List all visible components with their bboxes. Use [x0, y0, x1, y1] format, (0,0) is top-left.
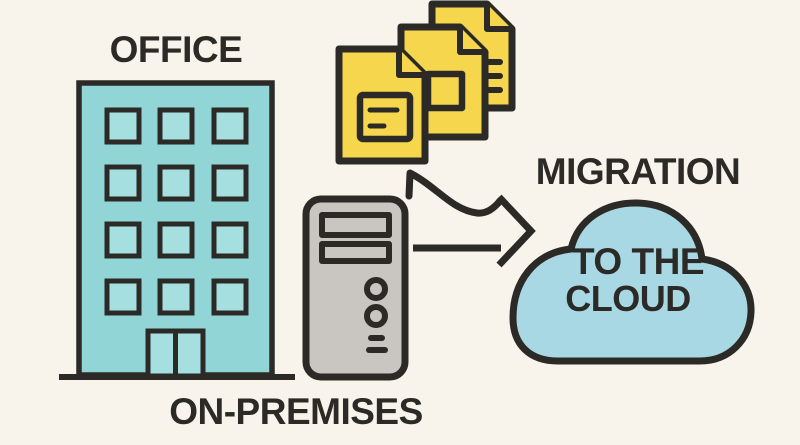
building-window [157, 221, 195, 259]
documents-icon [335, 0, 516, 165]
building-window [104, 221, 142, 259]
building-window [104, 107, 142, 145]
building-window [211, 221, 249, 259]
server-drive-slot [319, 212, 392, 238]
building-window [104, 164, 142, 202]
building-window [211, 164, 249, 202]
building-window [211, 107, 249, 145]
office-building-icon [59, 80, 295, 380]
server-drive-slot [319, 241, 392, 264]
cloud-label: CLOUD [565, 278, 691, 319]
document-note-box [356, 91, 414, 143]
document-back-fold [484, 1, 515, 32]
server-button [364, 277, 388, 301]
office-label: OFFICE [109, 29, 243, 70]
building-window [104, 278, 142, 316]
arrow-head [496, 194, 536, 268]
building-window [157, 107, 195, 145]
document-front-fold [396, 46, 428, 78]
server-icon [302, 195, 409, 381]
document-middle-fold [457, 24, 488, 55]
migration-label: MIGRATION TO THE [478, 104, 798, 330]
server-button [364, 304, 388, 328]
cloud-icon [509, 199, 755, 365]
building-window [211, 278, 249, 316]
building-window [157, 278, 195, 316]
building-window [157, 164, 195, 202]
migration-arrow-icon [405, 169, 536, 268]
migration-label-line2: TO THE [572, 241, 705, 283]
on-premises-label: ON-PREMISES [169, 391, 423, 432]
arrow-curved-tail [405, 169, 504, 217]
migration-label-line1: MIGRATION [535, 151, 741, 193]
